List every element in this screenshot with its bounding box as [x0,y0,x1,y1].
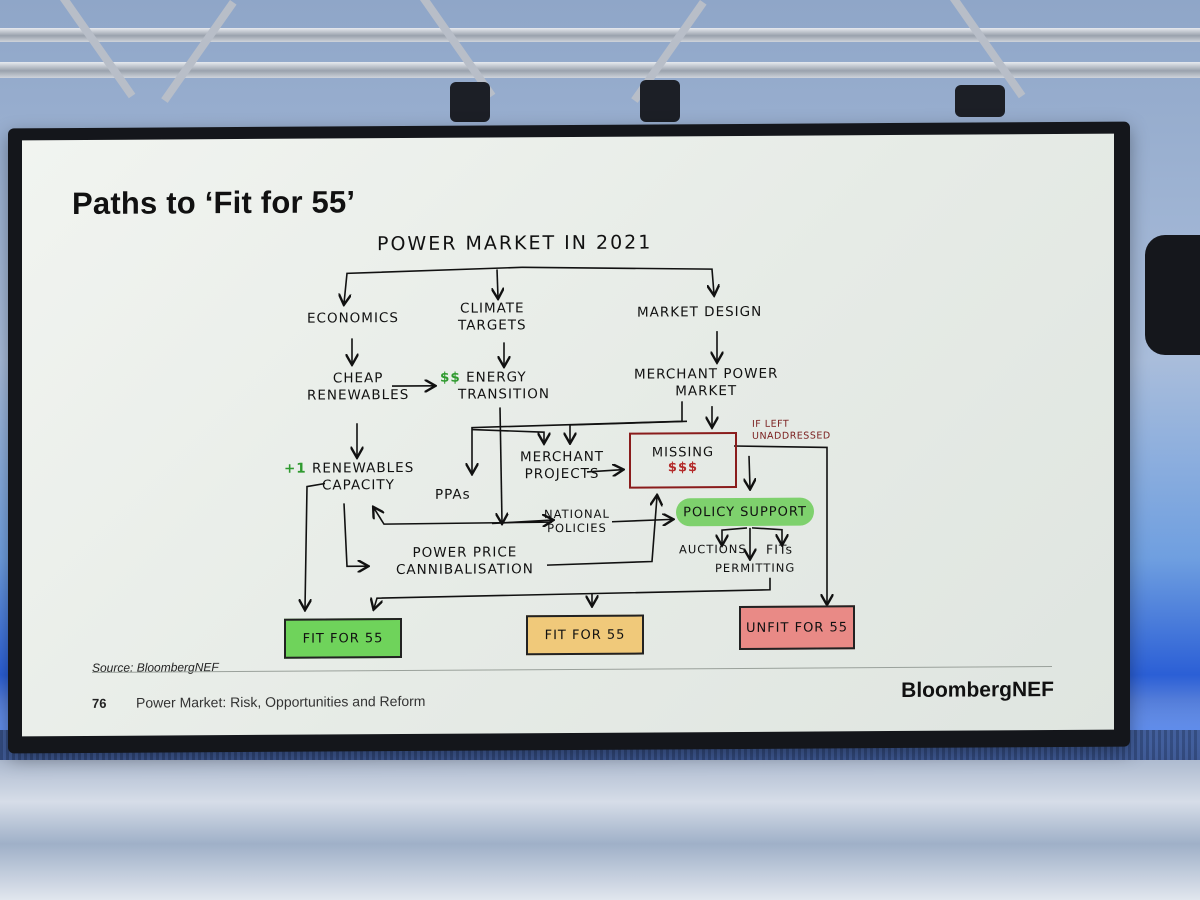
node-climate-targets-line2: TARGETS [458,317,527,334]
outcome-label: UNFIT FOR 55 [745,619,849,636]
arrow-cannibal-policy [546,496,657,566]
arrow-capacity-national [491,520,552,523]
outcome-unfit-for-55-red: UNFIT FOR 55 [739,605,855,650]
stage-light [955,85,1005,117]
arrow-capacity-fit [305,482,326,608]
stage-truss-upper [0,28,1200,42]
node-power-price-line1: POWER PRICE [412,544,518,561]
node-cheap-renewables-line2: RENEWABLES [307,386,410,404]
note-if-left-unaddressed: IF LEFT UNADDRESSED [752,418,831,442]
node-power-price-line2: CANNIBALISATION [396,561,534,579]
outcome-fit-for-55-amber: FIT FOR 55 [526,614,644,656]
arrow-permitting-outcomes [374,577,771,608]
stage-floor [0,760,1200,900]
node-missing-label: MISSING [651,445,715,461]
node-ppas: PPAs [435,486,471,503]
stage-light [450,82,490,122]
node-market-design: MARKET DESIGN [637,303,763,321]
slide-screen: Paths to ‘Fit for 55’ [22,133,1114,737]
node-economics: ECONOMICS [307,310,399,327]
arrow-projects-missing [586,470,622,472]
outcome-label: FIT FOR 55 [302,630,384,647]
node-power-price-cannibalisation: POWER PRICE CANNIBALISATION [396,544,534,579]
node-cheap-renewables-line1: CHEAP [332,370,384,387]
note-if-left-line2: UNADDRESSED [752,430,831,442]
truss-strut [950,0,1026,99]
diagram-arrows [22,266,1114,737]
node-merchant-projects: MERCHANT PROJECTS [520,449,604,484]
node-missing-money-amount: $$$ [667,460,699,476]
node-energy-transition: $$ ENERGY TRANSITION [440,369,550,404]
stage-truss-lower [0,62,1200,78]
node-national-policies-line2: POLICIES [547,520,607,536]
node-merchant-power-line1: MERCHANT POWER [634,365,779,383]
arrow-capacity-cannibal [343,503,367,566]
arrow-missing-unfit [733,445,827,604]
node-renewables-capacity: +1 RENEWABLES CAPACITY [284,460,414,495]
node-energy-transition-line1: ENERGY [466,369,527,386]
arrow-root-climate [497,269,498,297]
arrow-national-policy [611,519,672,521]
stage-light [640,80,680,122]
node-auctions: AUCTIONS [679,541,747,557]
node-missing-money: MISSING $$$ [629,431,737,489]
node-climate-targets: CLIMATE TARGETS [458,300,527,334]
arrow-policy-auctions [722,527,748,544]
arrow-energy-ppas [471,428,544,442]
node-fits: FITs [766,541,793,557]
node-energy-transition-line2: TRANSITION [458,386,550,403]
node-merchant-power-line2: MARKET [675,382,738,400]
node-merchant-projects-line2: PROJECTS [524,465,600,483]
truss-strut [161,0,237,103]
outcome-fit-for-55-green: FIT FOR 55 [284,618,402,659]
node-renewables-capacity-line1: RENEWABLES [312,459,415,477]
node-merchant-power-market: MERCHANT POWER MARKET [634,366,778,401]
plus-green-mark: +1 [284,460,307,477]
node-merchant-projects-line1: MERCHANT [520,448,605,466]
arrow-missing-policy [749,455,750,488]
node-climate-targets-line1: CLIMATE [460,300,525,317]
node-permitting: PERMITTING [715,560,796,576]
arrow-energy-national [500,407,502,522]
node-renewables-capacity-line2: CAPACITY [322,477,395,494]
arrow-policy-fits [751,527,782,544]
stage-spotlight [1145,235,1200,355]
node-power-market-2021: POWER MARKET IN 2021 [377,231,653,256]
node-national-policies-line1: NATIONAL [544,506,610,522]
brand-logo: BloombergNEF [901,678,1054,702]
node-policy-support: POLICY SUPPORT [676,497,814,527]
arrow-root-economics [344,266,523,303]
slide-page-number: 76 [92,695,107,711]
truss-strut [60,0,136,99]
node-national-policies: NATIONAL POLICIES [544,507,610,535]
slide-footer-text: Power Market: Risk, Opportunities and Re… [136,692,426,711]
arrow-merchant-projects [570,420,688,442]
node-cheap-renewables: CHEAP RENEWABLES [307,370,409,405]
outcome-label: FIT FOR 55 [544,627,626,643]
arrow-root-market [521,266,714,295]
note-if-left-line1: IF LEFT [752,418,790,430]
display-monitor: Paths to ‘Fit for 55’ [8,121,1130,754]
money-green-mark: $$ [440,369,461,386]
